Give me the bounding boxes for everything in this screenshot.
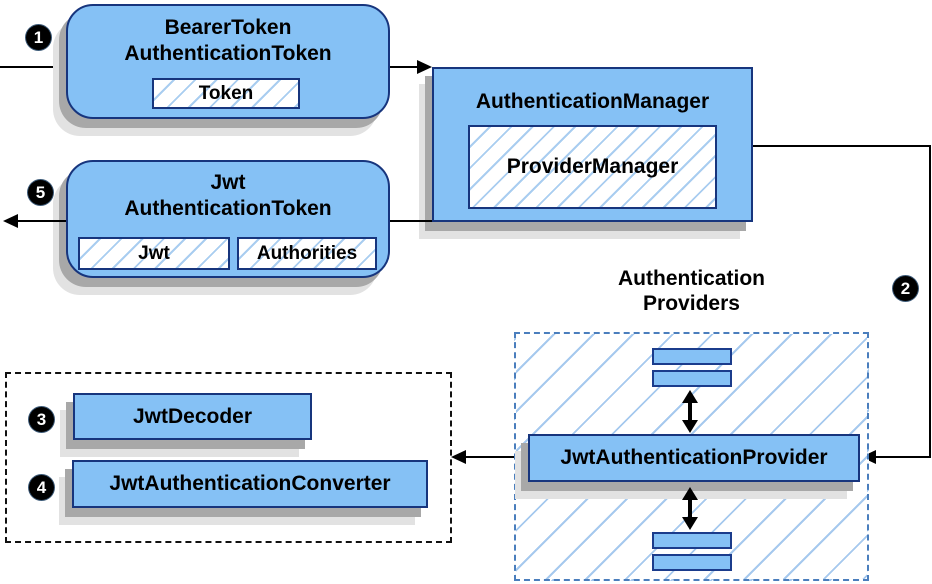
bearer-token-title-line1: BearerToken	[164, 16, 292, 39]
jwt-token-title: Jwt AuthenticationToken	[68, 162, 388, 221]
incoming-request-line	[0, 66, 66, 68]
arrow-right-icon	[417, 60, 432, 74]
other-provider-bar	[652, 370, 732, 387]
arrow-down-icon	[682, 420, 698, 433]
jwt-authentication-provider-node: JwtAuthenticationProvider	[528, 434, 860, 482]
double-arrow-line	[688, 399, 692, 424]
arrow-left-icon	[3, 214, 18, 228]
bearer-token-authentication-token-node: BearerToken AuthenticationToken Token	[66, 4, 390, 119]
double-arrow-line	[688, 496, 692, 521]
outgoing-result-line	[14, 220, 66, 222]
other-provider-bar	[652, 348, 732, 365]
authentication-providers-label-line2: Providers	[643, 292, 740, 316]
arrow-up-icon	[682, 487, 698, 500]
bearer-token-title-line2: AuthenticationToken	[124, 41, 332, 65]
jwt-token-title-line1: Jwt	[210, 171, 246, 194]
manager-to-provider-line-vertical	[929, 145, 931, 458]
authorities-chip: Authorities	[237, 237, 377, 270]
manager-to-jwt-token-line	[390, 220, 432, 222]
step-5-badge: 5	[28, 180, 53, 205]
other-provider-bar	[652, 532, 732, 549]
jwt-authentication-converter-node: JwtAuthenticationConverter	[72, 460, 428, 508]
jwt-token-title-line2: AuthenticationToken	[124, 196, 332, 220]
authentication-manager-node: AuthenticationManager ProviderManager	[432, 67, 753, 222]
step-2-badge: 2	[893, 276, 918, 301]
other-provider-bar	[652, 554, 732, 571]
arrow-down-icon	[682, 517, 698, 530]
jwt-decoder-node: JwtDecoder	[73, 393, 312, 440]
step-3-badge: 3	[29, 407, 54, 432]
bearer-to-manager-line	[390, 66, 420, 68]
authentication-manager-title: AuthenticationManager	[475, 90, 710, 113]
provider-manager-chip: ProviderManager	[468, 125, 717, 209]
bearer-token-title: BearerToken AuthenticationToken	[68, 6, 388, 66]
manager-to-provider-line-bottom	[874, 456, 931, 458]
step-4-badge: 4	[29, 475, 54, 500]
arrow-up-icon	[682, 390, 698, 403]
arrow-left-icon	[451, 450, 466, 464]
authentication-providers-label: Authentication Providers	[514, 266, 869, 316]
provider-to-decoder-line	[465, 456, 515, 458]
token-chip: Token	[152, 78, 300, 109]
jwt-authentication-token-node: Jwt AuthenticationToken Jwt Authorities	[66, 160, 390, 278]
authentication-providers-label-line1: Authentication	[618, 267, 765, 290]
jwt-chip: Jwt	[78, 237, 230, 270]
step-1-badge: 1	[26, 25, 51, 50]
manager-to-provider-line-top	[753, 145, 931, 147]
